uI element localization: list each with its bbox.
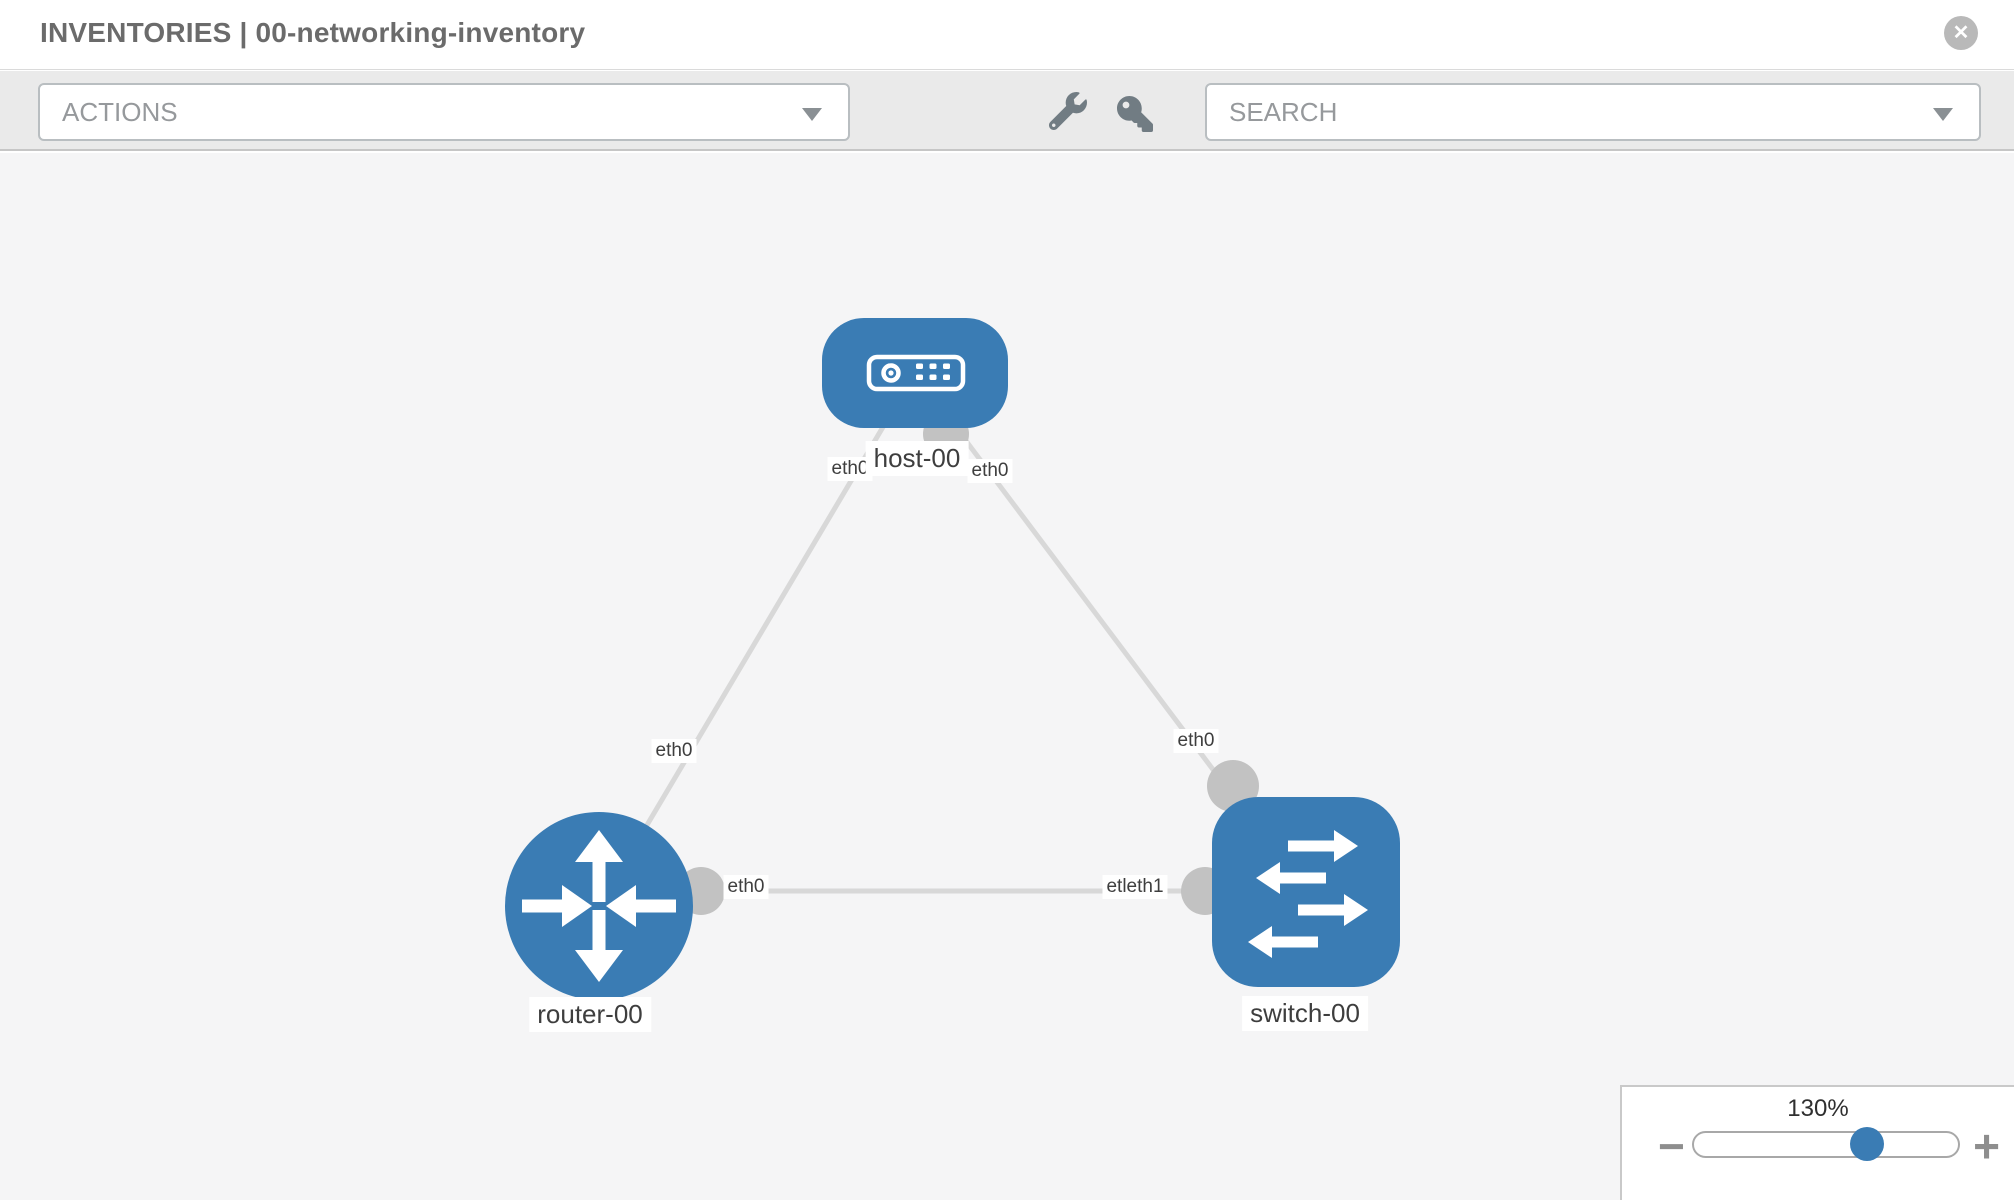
host-device-icon — [866, 354, 966, 392]
switch-arrows-icon — [1248, 830, 1368, 958]
zoom-level-value: 130% — [1787, 1095, 1849, 1122]
node-switch[interactable] — [1212, 797, 1400, 987]
zoom-slider-track[interactable] — [1692, 1127, 1960, 1161]
node-label-router[interactable]: router-00 — [529, 997, 651, 1032]
port-label-host-left: eth0 — [827, 457, 873, 481]
port-label-router-top: eth0 — [651, 739, 697, 763]
zoom-control-panel: 130% − + — [1620, 1085, 2014, 1200]
zoom-in-button[interactable]: + — [1973, 1120, 2000, 1172]
actions-dropdown-label: ACTIONS — [62, 97, 178, 127]
node-router[interactable] — [505, 812, 693, 1000]
port-label-host-right: eth0 — [967, 459, 1013, 483]
key-icon[interactable] — [1117, 96, 1153, 132]
topology-canvas[interactable] — [0, 153, 2014, 1200]
router-arrows-icon — [522, 830, 676, 982]
port-label-switch-left: etleth1 — [1102, 875, 1168, 899]
port-label-router-right: eth0 — [723, 875, 769, 899]
actions-dropdown[interactable]: ACTIONS — [38, 83, 850, 141]
page-title: INVENTORIES | 00-networking-inventory — [40, 17, 586, 48]
toolbar: ACTIONS SEARCH — [0, 71, 2014, 151]
chevron-down-icon — [1933, 108, 1953, 121]
chevron-down-icon — [802, 108, 822, 121]
header-bar: INVENTORIES | 00-networking-inventory ✕ — [0, 0, 2014, 70]
zoom-slider-thumb[interactable] — [1850, 1127, 1884, 1161]
node-label-host[interactable]: host-00 — [865, 441, 969, 476]
search-dropdown-label: SEARCH — [1229, 97, 1338, 127]
close-icon[interactable]: ✕ — [1944, 16, 1978, 50]
node-host[interactable] — [822, 318, 1008, 428]
port-label-switch-top: eth0 — [1173, 729, 1219, 753]
search-dropdown[interactable]: SEARCH — [1205, 83, 1981, 141]
zoom-out-button[interactable]: − — [1658, 1120, 1685, 1172]
wrench-icon[interactable] — [1049, 92, 1087, 130]
node-label-switch[interactable]: switch-00 — [1242, 996, 1368, 1031]
